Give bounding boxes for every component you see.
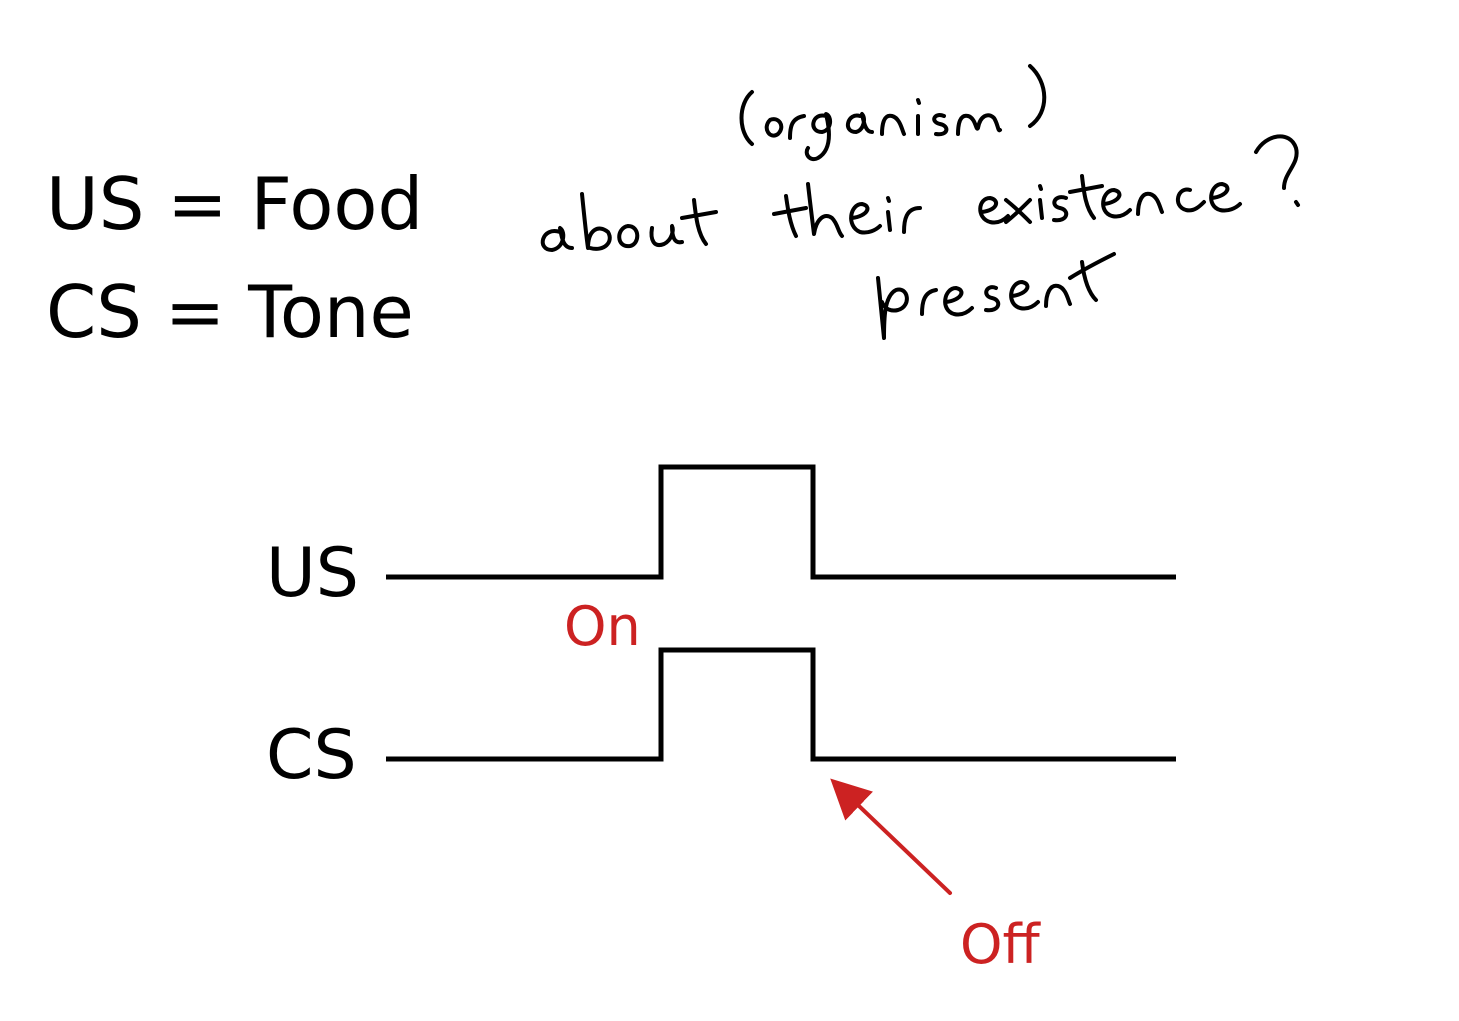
cs-signal-line <box>386 647 1176 762</box>
on-annotation: On <box>564 595 641 658</box>
track-label-us: US <box>266 534 359 613</box>
legend-us-food: US = Food <box>46 162 424 246</box>
us-signal-line <box>386 464 1176 580</box>
off-annotation: Off <box>960 913 1040 976</box>
legend-cs-tone: CS = Tone <box>46 270 414 354</box>
handwritten-note-present <box>876 252 1116 340</box>
handwritten-note-existence <box>540 134 1300 252</box>
off-arrow <box>830 778 952 895</box>
handwritten-note-organism <box>739 64 1047 161</box>
track-label-cs: CS <box>266 716 357 795</box>
